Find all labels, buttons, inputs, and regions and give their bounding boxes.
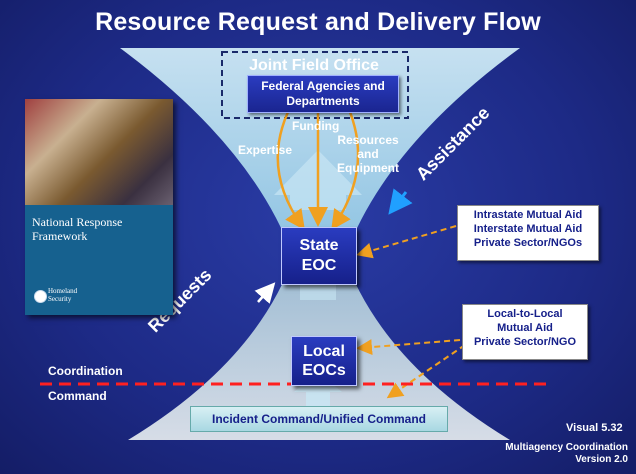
- state-eoc-box: State EOC: [281, 227, 357, 285]
- joint-field-office-label: Joint Field Office: [249, 57, 379, 74]
- incident-command-box: Incident Command/Unified Command: [190, 406, 448, 432]
- funding-label: Funding: [292, 119, 340, 133]
- local-eocs-box: Local EOCs: [291, 336, 357, 386]
- joint-field-office-box: [221, 51, 409, 119]
- course-title: Multiagency Coordination: [505, 442, 628, 453]
- intrastate-arrow: [356, 225, 457, 259]
- local-aid-to-ic-arrow: [386, 344, 466, 399]
- cover-agency-line-1: Homeland: [48, 287, 78, 295]
- command-label: Command: [48, 389, 107, 403]
- intrastate-mutual-aid-box: Intrastate Mutual Aid Interstate Mutual …: [457, 205, 599, 261]
- course-version: Version 2.0: [575, 454, 628, 465]
- cover-agency: Homeland Security: [48, 287, 77, 303]
- local-aid-line-2: Mutual Aid: [497, 322, 553, 334]
- assistance-arrow: [388, 188, 413, 215]
- federal-agencies-label: Federal Agencies and Departments: [261, 79, 385, 108]
- up-arrow-bottom: [294, 372, 342, 406]
- visual-number: Visual 5.32: [566, 422, 623, 434]
- state-eoc-label: State EOC: [299, 237, 339, 274]
- slide-title: Resource Request and Delivery Flow: [95, 8, 541, 36]
- expertise-label: Expertise: [238, 143, 293, 157]
- local-mutual-aid-box: Local-to-Local Mutual Aid Private Sector…: [462, 304, 588, 360]
- federal-agencies-box: Federal Agencies and Departments: [247, 75, 399, 113]
- cover-title: National Response Framework: [32, 215, 123, 243]
- dhs-seal-icon: [34, 290, 47, 303]
- local-aid-line-3: Private Sector/NGO: [473, 336, 577, 348]
- local-aid-line-1: Local-to-Local: [487, 308, 563, 320]
- intrastate-line-1: Intrastate Mutual Aid: [473, 209, 583, 221]
- cover-band: [25, 205, 173, 315]
- cover-photo-collage: [25, 99, 173, 205]
- expertise-arrow: [276, 111, 305, 231]
- local-aid-arrow: [356, 339, 461, 356]
- coordination-label: Coordination: [48, 364, 123, 378]
- local-eocs-label: Local EOCs: [302, 343, 346, 379]
- course-footer: Multiagency Coordination Version 2.0: [480, 442, 628, 466]
- resources-label: Resources and Equipment: [337, 133, 399, 175]
- cover-agency-line-2: Security: [48, 295, 72, 303]
- intrastate-line-2: Interstate Mutual Aid: [473, 223, 583, 235]
- intrastate-line-3: Private Sector/NGOs: [473, 237, 583, 249]
- requests-arrow: [254, 282, 276, 304]
- resources-arrow: [331, 111, 360, 231]
